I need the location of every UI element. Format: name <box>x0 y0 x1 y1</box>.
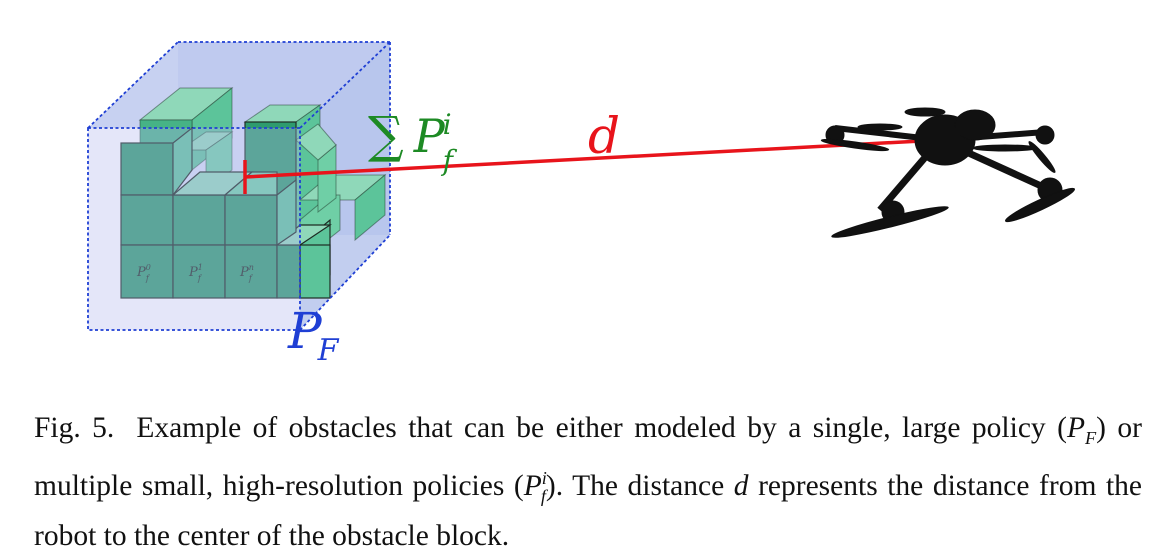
distance-label: d <box>588 107 620 165</box>
caption-line2-c: ). The distance <box>545 469 725 502</box>
caption-pfi-sub: f <box>540 485 546 506</box>
figure-caption: Fig. 5. Example of obstacles that can be … <box>34 408 1142 556</box>
caption-line3-rest: represents the distance from the robot t… <box>34 469 1142 552</box>
large-policy-label: PF <box>287 302 340 368</box>
caption-line1: Example of obstacles that can be either … <box>136 412 961 444</box>
caption-pfi-sup: i <box>541 467 547 488</box>
caption-line2-b: ) or multiple small, high-resolution pol… <box>34 412 1142 502</box>
caption-pfi-main: P <box>523 469 542 502</box>
caption-line2-a: policy ( <box>971 412 1067 444</box>
caption-fig-label: Fig. 5. <box>34 412 115 444</box>
caption-pF-main: P <box>1066 412 1085 444</box>
caption-pF-sub: F <box>1084 427 1097 448</box>
cube-grid-front <box>120 121 332 300</box>
drone-image <box>820 107 1076 238</box>
caption-d: d <box>733 469 749 502</box>
